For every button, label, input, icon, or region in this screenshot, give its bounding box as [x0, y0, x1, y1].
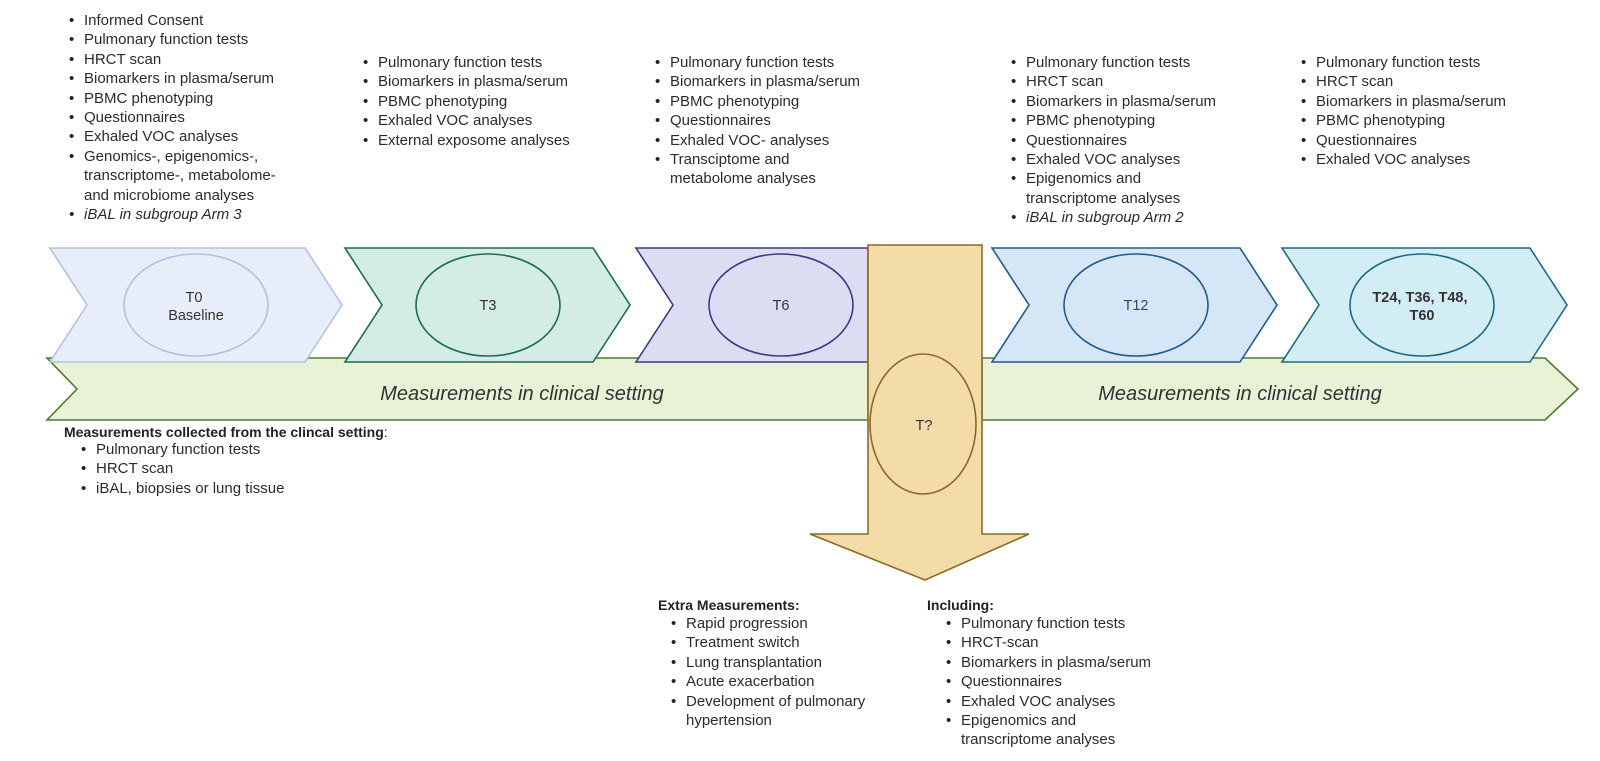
list-item: Pulmonary function tests	[1298, 53, 1506, 73]
list-item: HRCT scan	[66, 50, 276, 70]
measurement-list-t24: Pulmonary function testsHRCT scanBiomark…	[1298, 53, 1506, 170]
list-item: Exhaled VOC analyses	[66, 127, 276, 147]
label-t6: T6	[773, 298, 790, 314]
list-item: Biomarkers in plasma/serum	[943, 653, 1151, 673]
list-item: Exhaled VOC analyses	[360, 111, 570, 131]
list-item: Biomarkers in plasma/serum	[360, 72, 570, 92]
list-item: Biomarkers in plasma/serum	[652, 72, 860, 92]
list-item: PBMC phenotyping	[652, 92, 860, 112]
list-item: Exhaled VOC analyses	[1298, 150, 1506, 170]
list-item: PBMC phenotyping	[360, 92, 570, 112]
list-item: Transciptome and	[652, 150, 860, 170]
list-item: Pulmonary function tests	[1008, 53, 1216, 73]
measurement-list-t0: Informed ConsentPulmonary function tests…	[66, 11, 276, 225]
list-item: Exhaled VOC- analyses	[652, 131, 860, 151]
list-item: Questionnaires	[1008, 131, 1216, 151]
list-item: transcriptome-, metabolome-	[84, 167, 276, 185]
label-extra-timepoint: T?	[916, 418, 933, 434]
clinical-collected-list: Pulmonary function testsHRCT scaniBAL, b…	[78, 440, 284, 499]
timepoint-ellipse-extra	[869, 353, 977, 495]
list-item: HRCT scan	[1298, 72, 1506, 92]
chevron-t3	[343, 247, 631, 363]
list-item: Pulmonary function tests	[66, 30, 276, 50]
list-item: HRCT scan	[1008, 72, 1216, 92]
chevron-t24	[1280, 247, 1568, 363]
label-t24: T24, T36, T48, T60	[1372, 290, 1471, 324]
list-item: iBAL in subgroup Arm 3	[66, 205, 276, 225]
list-item: Rapid progression	[668, 614, 865, 634]
list-item: Questionnaires	[1298, 131, 1506, 151]
chevron-t12	[990, 247, 1278, 363]
measurement-list-t6: Pulmonary function testsBiomarkers in pl…	[652, 53, 860, 189]
list-item: transcriptome analyses	[1026, 189, 1181, 207]
list-item: Questionnaires	[652, 111, 860, 131]
extra-measurements-list: Rapid progressionTreatment switchLung tr…	[668, 614, 865, 730]
list-item: Biomarkers in plasma/serum	[66, 69, 276, 89]
clinical-label-left: Measurements in clinical setting	[380, 383, 663, 405]
list-item: Pulmonary function tests	[652, 53, 860, 73]
list-item: Pulmonary function tests	[943, 614, 1151, 634]
list-item: and microbiome analyses	[84, 186, 255, 204]
list-item: Informed Consent	[66, 11, 276, 31]
list-item: metabolome analyses	[670, 170, 816, 188]
list-item: PBMC phenotyping	[1008, 111, 1216, 131]
measurement-list-t12: Pulmonary function testsHRCT scanBiomark…	[1008, 53, 1216, 228]
extra-arrow	[809, 244, 1030, 581]
list-item: iBAL, biopsies or lung tissue	[78, 479, 284, 499]
list-item: Genomics-, epigenomics-,	[66, 147, 276, 167]
list-item: Epigenomics and	[943, 711, 1151, 731]
extra-measurements-title: Extra Measurements:	[658, 597, 800, 613]
including-list: Pulmonary function testsHRCT-scanBiomark…	[943, 614, 1151, 750]
chevron-t0	[48, 247, 343, 363]
clinical-label-right: Measurements in clinical setting	[1098, 383, 1381, 405]
list-item: External exposome analyses	[360, 131, 570, 151]
list-item: Pulmonary function tests	[78, 440, 284, 460]
chevron-t6	[634, 247, 869, 363]
label-t0: T0 Baseline	[168, 290, 224, 324]
list-item: Questionnaires	[943, 672, 1151, 692]
list-item: Lung transplantation	[668, 653, 865, 673]
including-title: Including:	[927, 597, 994, 613]
timepoint-ellipse-t0	[123, 253, 269, 357]
label-t12: T12	[1124, 298, 1149, 314]
clinical-collected-title: Measurements collected from the clincal …	[64, 424, 388, 440]
list-item: Questionnaires	[66, 108, 276, 128]
list-item: Acute exacerbation	[668, 672, 865, 692]
list-item: transcriptome analyses	[961, 731, 1116, 749]
measurement-list-t3: Pulmonary function testsBiomarkers in pl…	[360, 53, 570, 150]
list-item: Biomarkers in plasma/serum	[1008, 92, 1216, 112]
list-item: Exhaled VOC analyses	[943, 692, 1151, 712]
list-item: hypertension	[686, 712, 772, 730]
timepoint-ellipse-t12	[1063, 253, 1209, 357]
list-item: PBMC phenotyping	[66, 89, 276, 109]
list-item: Epigenomics and	[1008, 169, 1216, 189]
list-item: HRCT scan	[78, 459, 284, 479]
list-item: Exhaled VOC analyses	[1008, 150, 1216, 170]
list-item: PBMC phenotyping	[1298, 111, 1506, 131]
list-item: Biomarkers in plasma/serum	[1298, 92, 1506, 112]
timepoint-ellipse-t6	[708, 253, 854, 357]
timepoint-ellipse-t3	[415, 253, 561, 357]
label-t3: T3	[480, 298, 497, 314]
list-item: HRCT-scan	[943, 633, 1151, 653]
list-item: Pulmonary function tests	[360, 53, 570, 73]
timepoint-ellipse-t24	[1349, 253, 1495, 357]
list-item: Treatment switch	[668, 633, 865, 653]
list-item: Development of pulmonary	[668, 692, 865, 712]
list-item: iBAL in subgroup Arm 2	[1008, 208, 1216, 228]
